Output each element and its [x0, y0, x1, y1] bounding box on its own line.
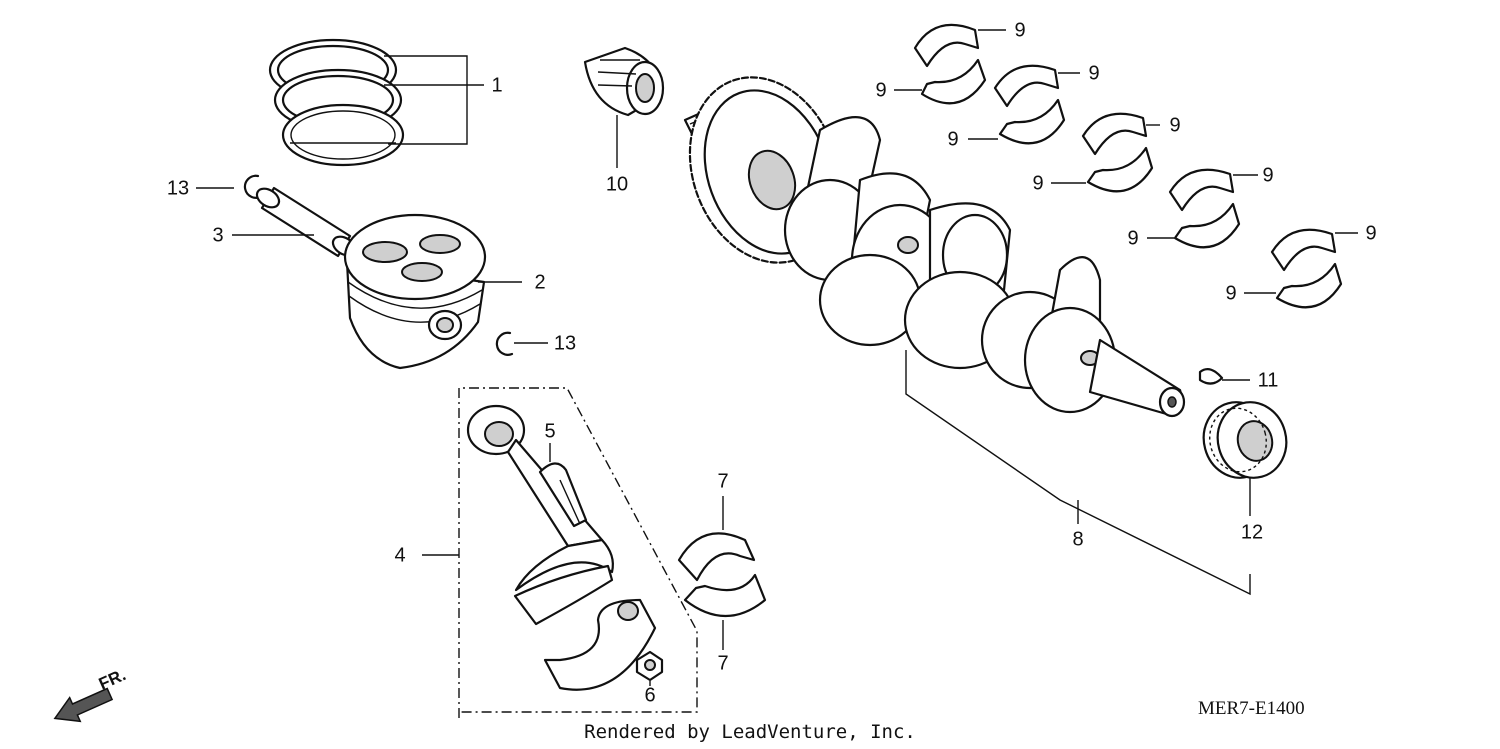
callout-7-bottom: 7 — [717, 652, 728, 674]
callout-9-b: 9 — [875, 79, 886, 101]
main-bearing-1-lower[interactable] — [920, 58, 987, 105]
starter-gear[interactable] — [583, 46, 665, 117]
callout-13-top: 13 — [167, 177, 189, 199]
rod-bolt[interactable] — [538, 462, 588, 528]
connecting-rod[interactable] — [466, 404, 657, 691]
rod-group-bracket — [458, 387, 698, 718]
callout-9-i: 9 — [1365, 222, 1376, 244]
callout-4: 4 — [394, 544, 405, 566]
front-direction-arrow-icon — [53, 687, 114, 723]
callout-1: 1 — [491, 74, 502, 96]
diagram-code: MER7-E1400 — [1198, 698, 1305, 719]
callout-9-e: 9 — [1169, 114, 1180, 136]
callout-13-bottom: 13 — [554, 332, 576, 354]
main-bearing-2-lower[interactable] — [998, 98, 1066, 145]
callout-8: 8 — [1072, 528, 1083, 550]
callout-9-f: 9 — [1032, 172, 1043, 194]
piston-pin-clip-bottom[interactable] — [495, 331, 514, 356]
main-bearing-4-lower[interactable] — [1173, 202, 1241, 249]
rod-nut[interactable] — [635, 650, 664, 682]
main-bearing-2-upper[interactable] — [993, 64, 1060, 108]
piston-rings[interactable] — [268, 38, 405, 167]
main-bearing-4-upper[interactable] — [1168, 168, 1235, 212]
callout-9-d: 9 — [947, 128, 958, 150]
callout-9-j: 9 — [1225, 282, 1236, 304]
main-bearing-1-upper[interactable] — [913, 23, 980, 68]
callout-9-a: 9 — [1014, 19, 1025, 41]
callout-9-c: 9 — [1088, 62, 1099, 84]
callout-5: 5 — [544, 420, 555, 442]
callout-7-top: 7 — [717, 470, 728, 492]
main-bearing-5-lower[interactable] — [1275, 262, 1343, 309]
render-credit: Rendered by LeadVenture, Inc. — [584, 721, 916, 743]
main-bearing-3-upper[interactable] — [1081, 112, 1148, 156]
callout-2: 2 — [534, 271, 545, 293]
callout-9-g: 9 — [1262, 164, 1273, 186]
main-bearing-5-upper[interactable] — [1270, 228, 1337, 272]
callout-6: 6 — [644, 684, 655, 706]
crankshaft[interactable] — [665, 56, 1186, 418]
piston-pin[interactable] — [254, 185, 359, 259]
rod-bearing-lower[interactable] — [683, 573, 767, 618]
callout-10: 10 — [606, 173, 628, 195]
callout-11: 11 — [1258, 369, 1279, 391]
callout-9-h: 9 — [1127, 227, 1138, 249]
crank-bearing[interactable] — [1195, 394, 1294, 485]
woodruff-key[interactable] — [1198, 367, 1224, 385]
rod-bearing-upper[interactable] — [677, 532, 756, 582]
callout-3: 3 — [212, 224, 223, 246]
main-bearing-3-lower[interactable] — [1086, 146, 1154, 193]
front-direction-label: FR. — [96, 665, 129, 693]
piston[interactable] — [343, 213, 487, 370]
callout-12: 12 — [1241, 521, 1263, 543]
